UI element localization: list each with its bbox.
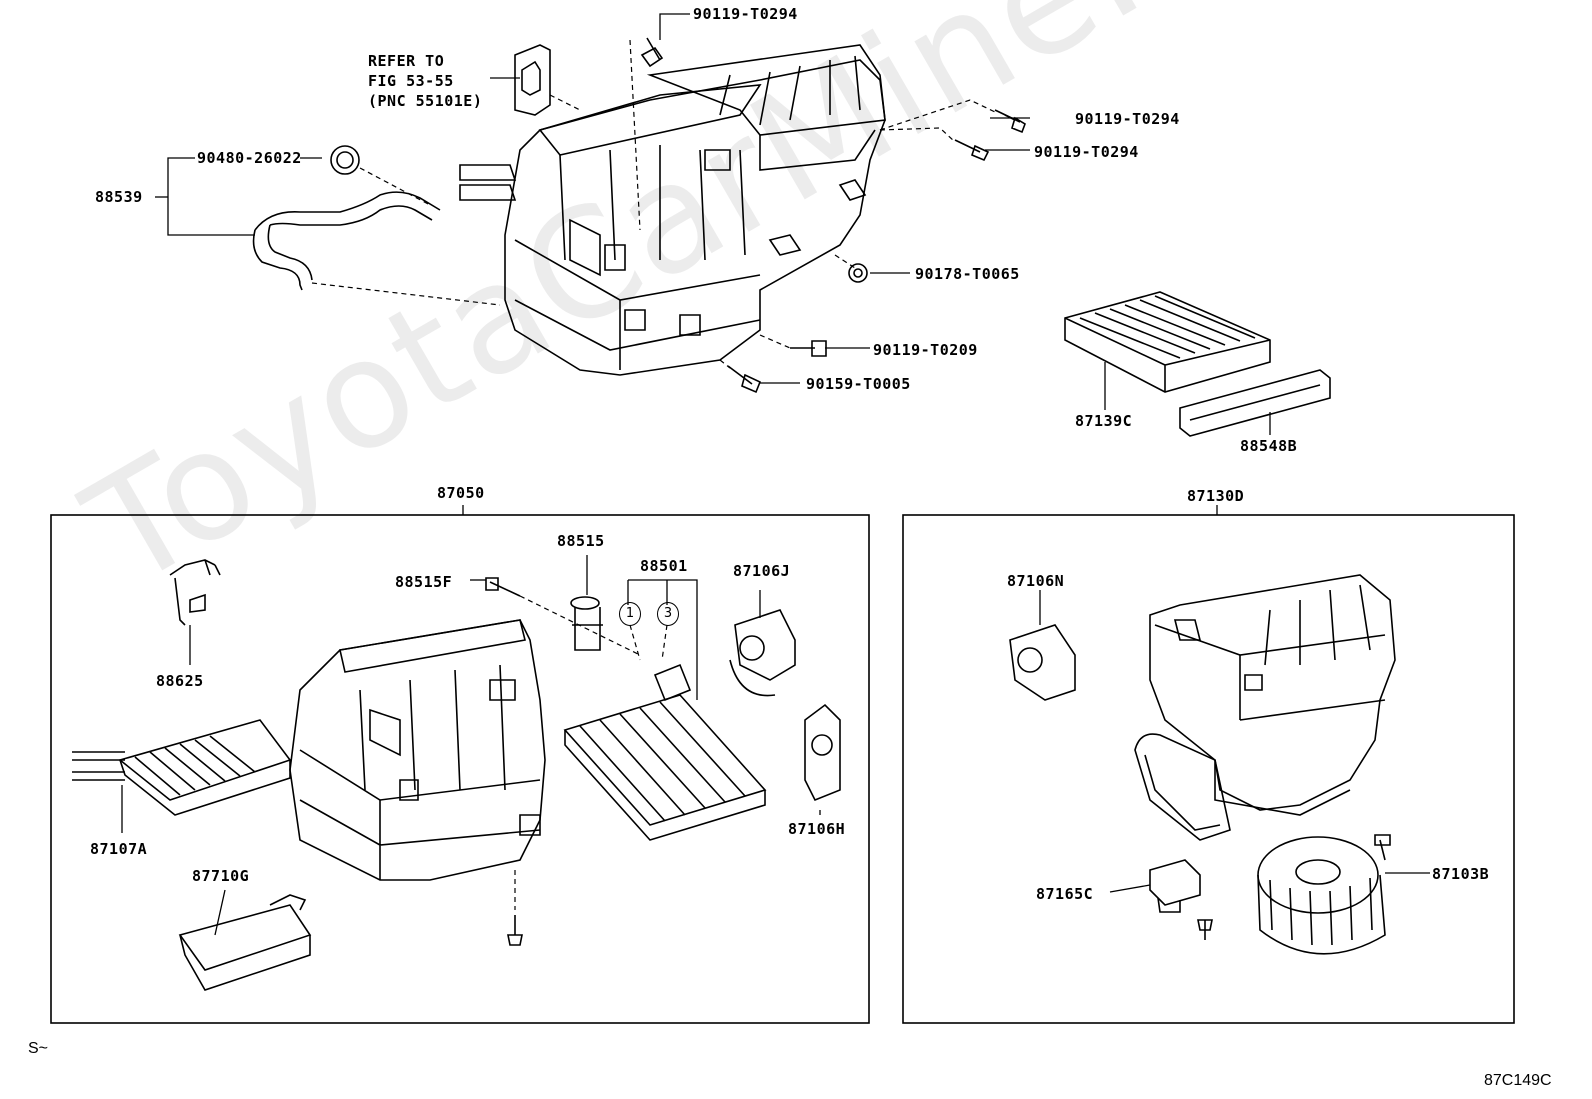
dashed-guides-left: [514, 595, 668, 910]
expansion-valve-icon: [570, 596, 603, 651]
leader-lines-right: [1039, 505, 1430, 893]
blower-motor-icon: [1257, 836, 1386, 955]
frame-87050: [50, 514, 870, 1024]
label-90159-t0005: 90159-T0005: [806, 375, 911, 393]
label-87710g: 87710G: [192, 867, 250, 885]
label-87103b: 87103B: [1432, 865, 1490, 883]
bolt-icons-top: [640, 37, 1026, 394]
actuator-87106h-icon: [804, 703, 841, 802]
resistor-87165c-icon: [1149, 859, 1201, 913]
label-87130d: 87130D: [1187, 487, 1245, 505]
footer-figure-code: 87C149C: [1484, 1072, 1552, 1089]
label-88625: 88625: [156, 672, 204, 690]
label-90119-t0209: 90119-T0209: [873, 341, 978, 359]
label-87165c: 87165C: [1036, 885, 1094, 903]
hose-icon: [252, 145, 441, 291]
label-88548b: 88548B: [1240, 437, 1298, 455]
label-90119-t0294-top: 90119-T0294: [693, 5, 798, 23]
label-87107a: 87107A: [90, 840, 148, 858]
footer-left-mark: S~: [28, 1040, 49, 1057]
label-88501: 88501: [640, 557, 688, 575]
label-90119-t0294-r2: 90119-T0294: [1034, 143, 1139, 161]
label-90178-t0065: 90178-T0065: [915, 265, 1020, 283]
label-87106h: 87106H: [788, 820, 846, 838]
leader-lines-top: [155, 13, 1271, 435]
heater-core-icon: [72, 719, 292, 816]
bolt-88515f-icon: [485, 577, 521, 597]
refer-line2: FIG 53-55: [368, 72, 454, 90]
actuator-87106n-icon: [1009, 624, 1076, 701]
label-87050: 87050: [437, 484, 485, 502]
dashed-guides-top: [311, 39, 996, 369]
label-90119-t0294-r1: 90119-T0294: [1075, 110, 1180, 128]
label-88515f: 88515F: [395, 573, 453, 591]
cabin-filter-icon: [1064, 291, 1271, 393]
label-87139c: 87139C: [1075, 412, 1133, 430]
heater-case-icon: [289, 619, 546, 881]
screws-right-icon: [1197, 834, 1391, 940]
circled-number-1: 1: [619, 602, 641, 626]
ptc-heater-icon: [178, 894, 312, 991]
label-87106j: 87106J: [733, 562, 791, 580]
label-90480-26022: 90480-26022: [197, 149, 302, 167]
label-87106n: 87106N: [1007, 572, 1065, 590]
circled-number-3: 3: [657, 602, 679, 626]
blower-case-icon: [1134, 574, 1396, 841]
heater-unit-assembly: [459, 44, 886, 376]
actuator-87106j-icon: [729, 609, 796, 697]
leader-lines-left: [121, 505, 821, 936]
screw-bottom-left-icon: [507, 915, 523, 946]
frame-87130d: [902, 514, 1515, 1024]
evaporator-icon: [563, 663, 767, 841]
harness-88625-icon: [169, 559, 221, 626]
label-88539: 88539: [95, 188, 143, 206]
refer-line3: (PNC 55101E): [368, 92, 483, 110]
label-88515: 88515: [557, 532, 605, 550]
filter-cover-icon: [1179, 369, 1331, 437]
refer-line1: REFER TO: [368, 52, 445, 70]
